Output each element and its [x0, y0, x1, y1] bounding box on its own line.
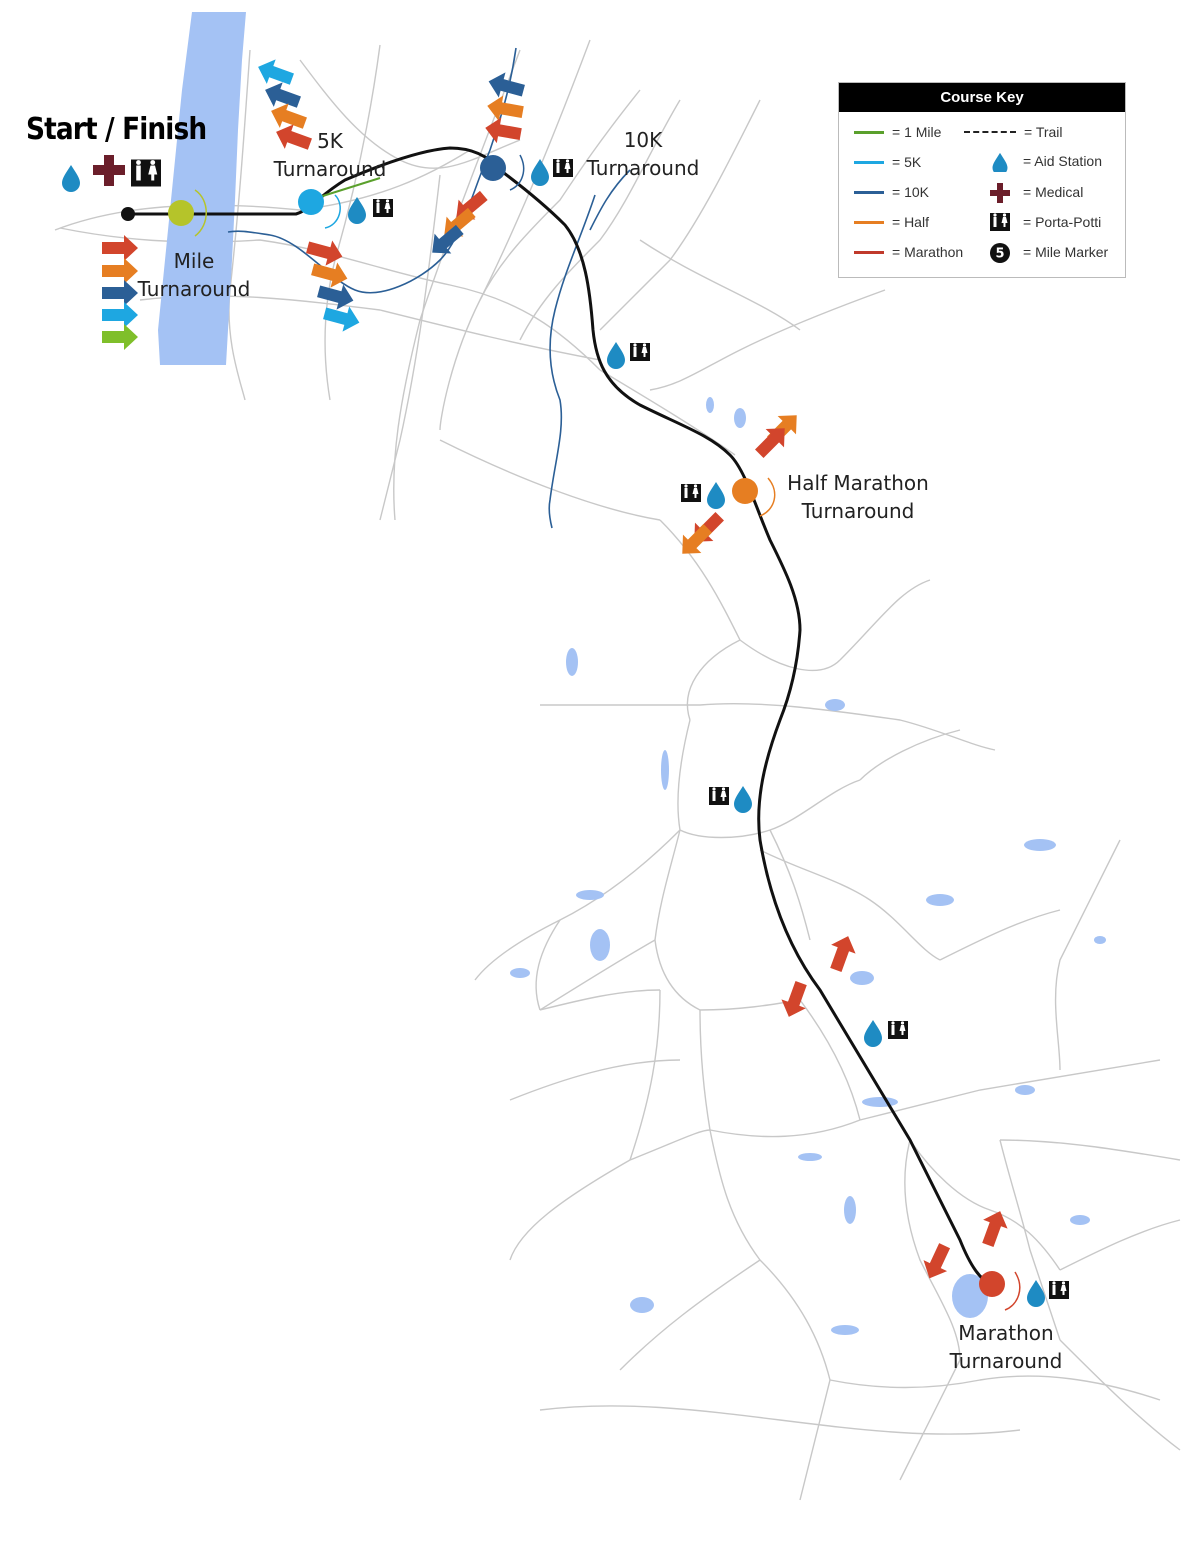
key-swatch-mile [854, 130, 884, 134]
river [158, 12, 246, 365]
five-k-turnaround-label: 5K Turnaround [268, 127, 392, 183]
water-drop-icon [989, 152, 1011, 176]
key-label-trail: = Trail [1024, 124, 1063, 140]
mile-marker-icon: 5 [989, 243, 1011, 263]
ten-k-label-line2: Turnaround [586, 156, 700, 180]
start-finish-marker [121, 207, 135, 221]
key-swatch-5k [854, 160, 884, 164]
key-swatch-10k [854, 190, 884, 194]
medical-cross-icon [93, 155, 125, 186]
mile-turnaround-label: Mile Turnaround [132, 247, 256, 303]
key-row-5k: = 5K [854, 154, 921, 170]
marathon-arrows [776, 931, 1013, 1284]
key-row-10k: = 10K [854, 184, 929, 200]
ten-k-turnaround-label: 10K Turnaround [582, 126, 704, 182]
key-label-5k: = 5K [892, 154, 922, 170]
marathon-label-line2: Turnaround [949, 1349, 1063, 1373]
five-k-turnaround-marker [298, 189, 341, 229]
key-label-mile: = 1 Mile [892, 124, 942, 140]
course-key: Course Key = 1 Mile = 5K = 10K = Half = … [838, 82, 1126, 278]
medical-cross-icon [989, 183, 1011, 203]
mile-turnaround-marker [168, 189, 207, 237]
aid-stations [348, 159, 1069, 1307]
course-route [128, 146, 993, 1287]
key-row-mile-marker: 5 = Mile Marker [989, 243, 1109, 263]
key-row-mile: = 1 Mile [854, 124, 941, 140]
key-label-mile-marker: = Mile Marker [1023, 244, 1109, 260]
course-key-title: Course Key [839, 83, 1125, 112]
key-swatch-half [854, 220, 884, 224]
trail-dashed-line [964, 131, 1016, 133]
key-swatch-marathon [854, 250, 884, 254]
mile-label-line1: Mile [173, 249, 215, 273]
five-k-label-line1: 5K [317, 129, 343, 153]
key-label-medical: = Medical [1023, 184, 1084, 200]
ten-k-turnaround-marker [480, 154, 525, 191]
half-label-line1: Half Marathon [787, 471, 929, 495]
restroom-icon [989, 213, 1011, 231]
start-finish-title: Start / Finish [26, 112, 207, 147]
half-label-line2: Turnaround [801, 499, 915, 523]
marathon-turnaround-label: Marathon Turnaround [944, 1319, 1068, 1375]
key-row-aid: = Aid Station [989, 152, 1103, 176]
key-label-aid: = Aid Station [1023, 153, 1103, 169]
key-row-trail: = Trail [964, 124, 1063, 140]
water-features [158, 12, 1106, 1335]
marathon-turnaround-marker [979, 1271, 1021, 1311]
key-label-10k: = 10K [892, 184, 929, 200]
mile-marker-number: 5 [995, 247, 1004, 262]
half-turnaround-marker [732, 477, 776, 517]
key-row-marathon: = Marathon [854, 244, 963, 260]
half-turnaround-label: Half Marathon Turnaround [784, 469, 932, 525]
key-row-medical: = Medical [989, 183, 1084, 203]
marathon-label-line1: Marathon [958, 1321, 1054, 1345]
key-label-porta: = Porta-Potti [1023, 214, 1102, 230]
ten-k-top-arrows [483, 68, 527, 147]
key-row-porta: = Porta-Potti [989, 213, 1101, 231]
key-label-marathon: = Marathon [892, 244, 964, 260]
mile-label-line2: Turnaround [137, 277, 251, 301]
key-row-half: = Half [854, 214, 929, 230]
five-k-label-line2: Turnaround [273, 157, 387, 181]
key-label-half: = Half [892, 214, 929, 230]
start-amenities [62, 155, 161, 192]
ten-k-label-line1: 10K [623, 128, 663, 152]
five-k-bottom-arrows [304, 234, 363, 336]
